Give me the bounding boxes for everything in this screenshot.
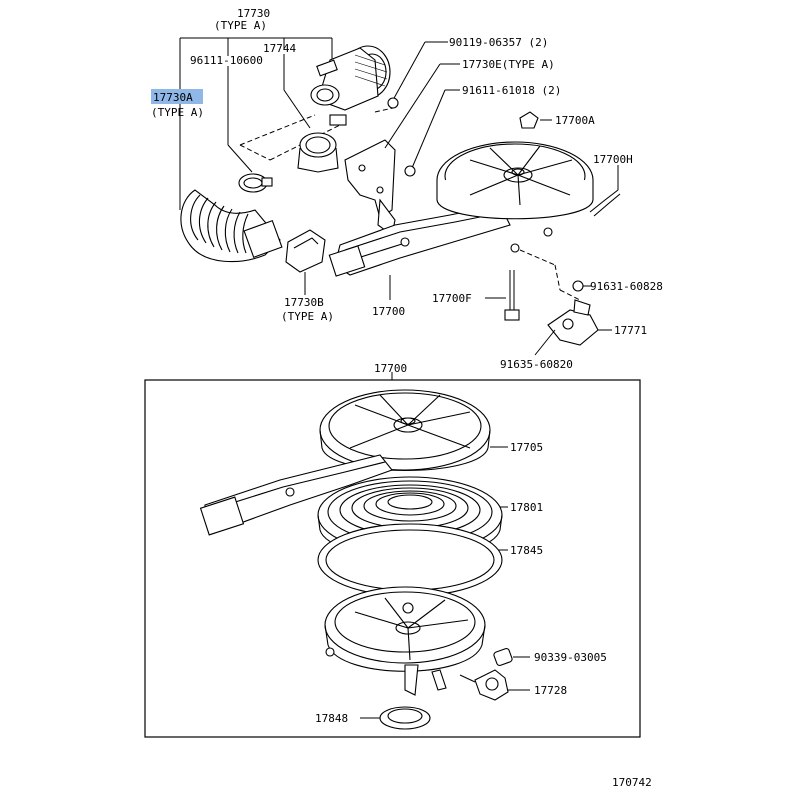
- base-housing: [324, 586, 486, 696]
- callout-91635: 91635-60820: [500, 358, 573, 371]
- corrugated-hose: [180, 189, 283, 263]
- leader-17744: [283, 54, 311, 129]
- leader-17730: [179, 37, 333, 210]
- dashed-guides-upper: [239, 114, 341, 161]
- part-17728-valve: [459, 669, 530, 701]
- callout-91631: 91631-60828: [590, 280, 663, 293]
- figure-number: 170742: [612, 776, 652, 789]
- part-17730B: [285, 229, 326, 295]
- leader-90119: [374, 41, 448, 113]
- leader-96111: [227, 66, 253, 173]
- air-cleaner-assembly-top: [328, 141, 594, 277]
- callout-17705: 17705: [510, 441, 543, 454]
- part-17700H: [589, 165, 621, 217]
- part-17771: [547, 299, 612, 346]
- callout-96111: 96111-10600: [190, 54, 263, 67]
- callout-91611: 91611-61018 (2): [462, 84, 561, 97]
- leader-91611: [404, 89, 460, 177]
- callout-17730-type: (TYPE A): [214, 19, 267, 32]
- callout-17744: 17744: [263, 42, 296, 55]
- hose-clamp: [238, 173, 273, 193]
- clamp-17744: [297, 114, 347, 173]
- part-17700A: [519, 111, 552, 129]
- part-91631: [572, 280, 592, 292]
- callout-17771: 17771: [614, 324, 647, 337]
- callout-17700-box: 17700: [374, 362, 407, 375]
- part-17845-gasket: [317, 523, 508, 597]
- callout-17730A-type: (TYPE A): [151, 106, 204, 119]
- callout-17730B-type: (TYPE A): [281, 310, 334, 323]
- dashed-guides-right: [519, 249, 581, 301]
- part-17705-cover: [199, 389, 508, 536]
- callout-17801: 17801: [510, 501, 543, 514]
- callout-17845: 17845: [510, 544, 543, 557]
- intake-connector: [310, 45, 391, 111]
- callout-17848: 17848: [315, 712, 348, 725]
- callout-17728: 17728: [534, 684, 567, 697]
- callout-17700F: 17700F: [432, 292, 472, 305]
- callout-17700-top: 17700: [372, 305, 405, 318]
- leader-17730E: [384, 63, 460, 149]
- callout-17730A[interactable]: 17730A: [153, 91, 193, 104]
- callout-17700A: 17700A: [555, 114, 595, 127]
- callout-17700H: 17700H: [593, 153, 633, 166]
- callout-17730A-highlight: [151, 89, 203, 104]
- leader-91635: [534, 329, 556, 356]
- callout-17730: 17730: [237, 7, 270, 20]
- callout-90339: 90339-03005: [534, 651, 607, 664]
- callout-17730B: 17730B: [284, 296, 324, 309]
- bracket-17730E: [344, 139, 396, 236]
- part-90339-cap: [493, 647, 530, 667]
- callout-17730E: 17730E(TYPE A): [462, 58, 555, 71]
- part-17700F: [485, 270, 520, 321]
- callout-90119: 90119-06357 (2): [449, 36, 548, 49]
- part-17848-seal: [360, 706, 431, 730]
